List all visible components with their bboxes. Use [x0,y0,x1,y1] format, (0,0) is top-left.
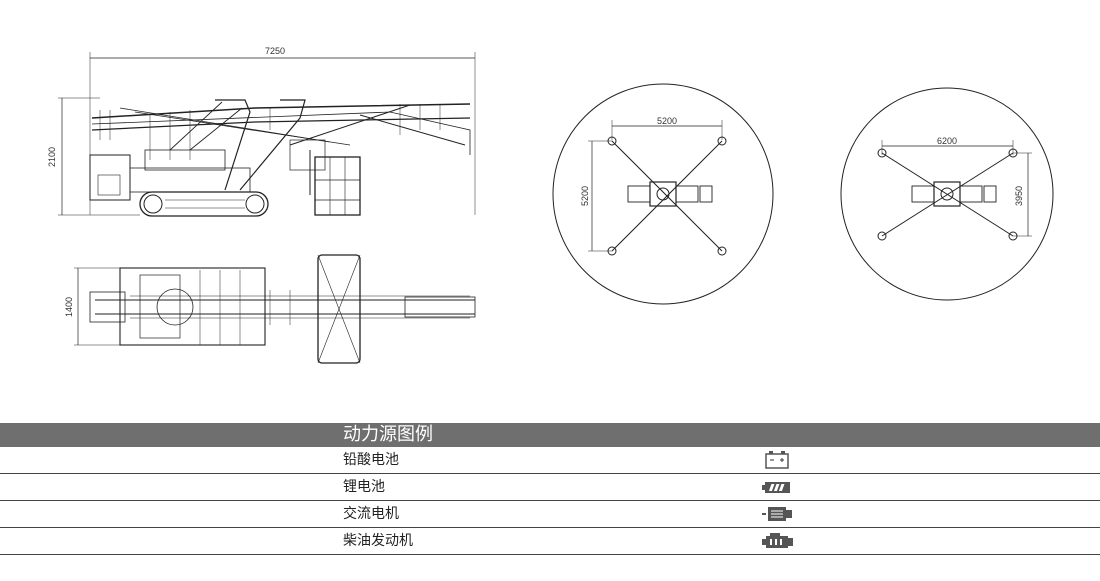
legend-label: 柴油发动机 [343,533,413,549]
legend-label: 锂电池 [343,479,385,495]
footprint-b-y-dimension: 3950 [1014,186,1024,206]
legend-row: 锂电池 [0,474,1100,501]
lead-acid-battery-icon [760,450,796,470]
legend-row: 柴油发动机 [0,528,1100,555]
drawing-svg: 7250 2100 1400 [47,46,1054,364]
legend-title: 动力源图例 [343,424,433,445]
ac-motor-icon [760,504,796,524]
legend-header: 动力源图例 [0,423,1100,447]
side-length-dimension: 7250 [265,46,285,56]
diesel-engine-icon [760,531,796,551]
outrigger-footprint-b [840,87,1054,301]
side-view [58,52,476,217]
outrigger-footprint-a [552,83,774,305]
technical-drawing: 7250 2100 1400 [47,46,1054,364]
top-width-dimension: 1400 [64,297,74,317]
footprint-b-x-dimension: 6200 [937,136,957,146]
legend-row: 交流电机 [0,501,1100,528]
lithium-battery-icon [760,477,796,497]
legend-label: 交流电机 [343,506,399,522]
side-height-dimension: 2100 [47,147,57,167]
legend-row: 铅酸电池 [0,447,1100,474]
power-source-legend: 动力源图例 铅酸电池 锂电池 交流电机 [0,423,1100,555]
legend-label: 铅酸电池 [343,452,399,468]
footprint-a-y-dimension: 5200 [580,186,590,206]
top-view [74,254,476,364]
footprint-a-x-dimension: 5200 [657,116,677,126]
